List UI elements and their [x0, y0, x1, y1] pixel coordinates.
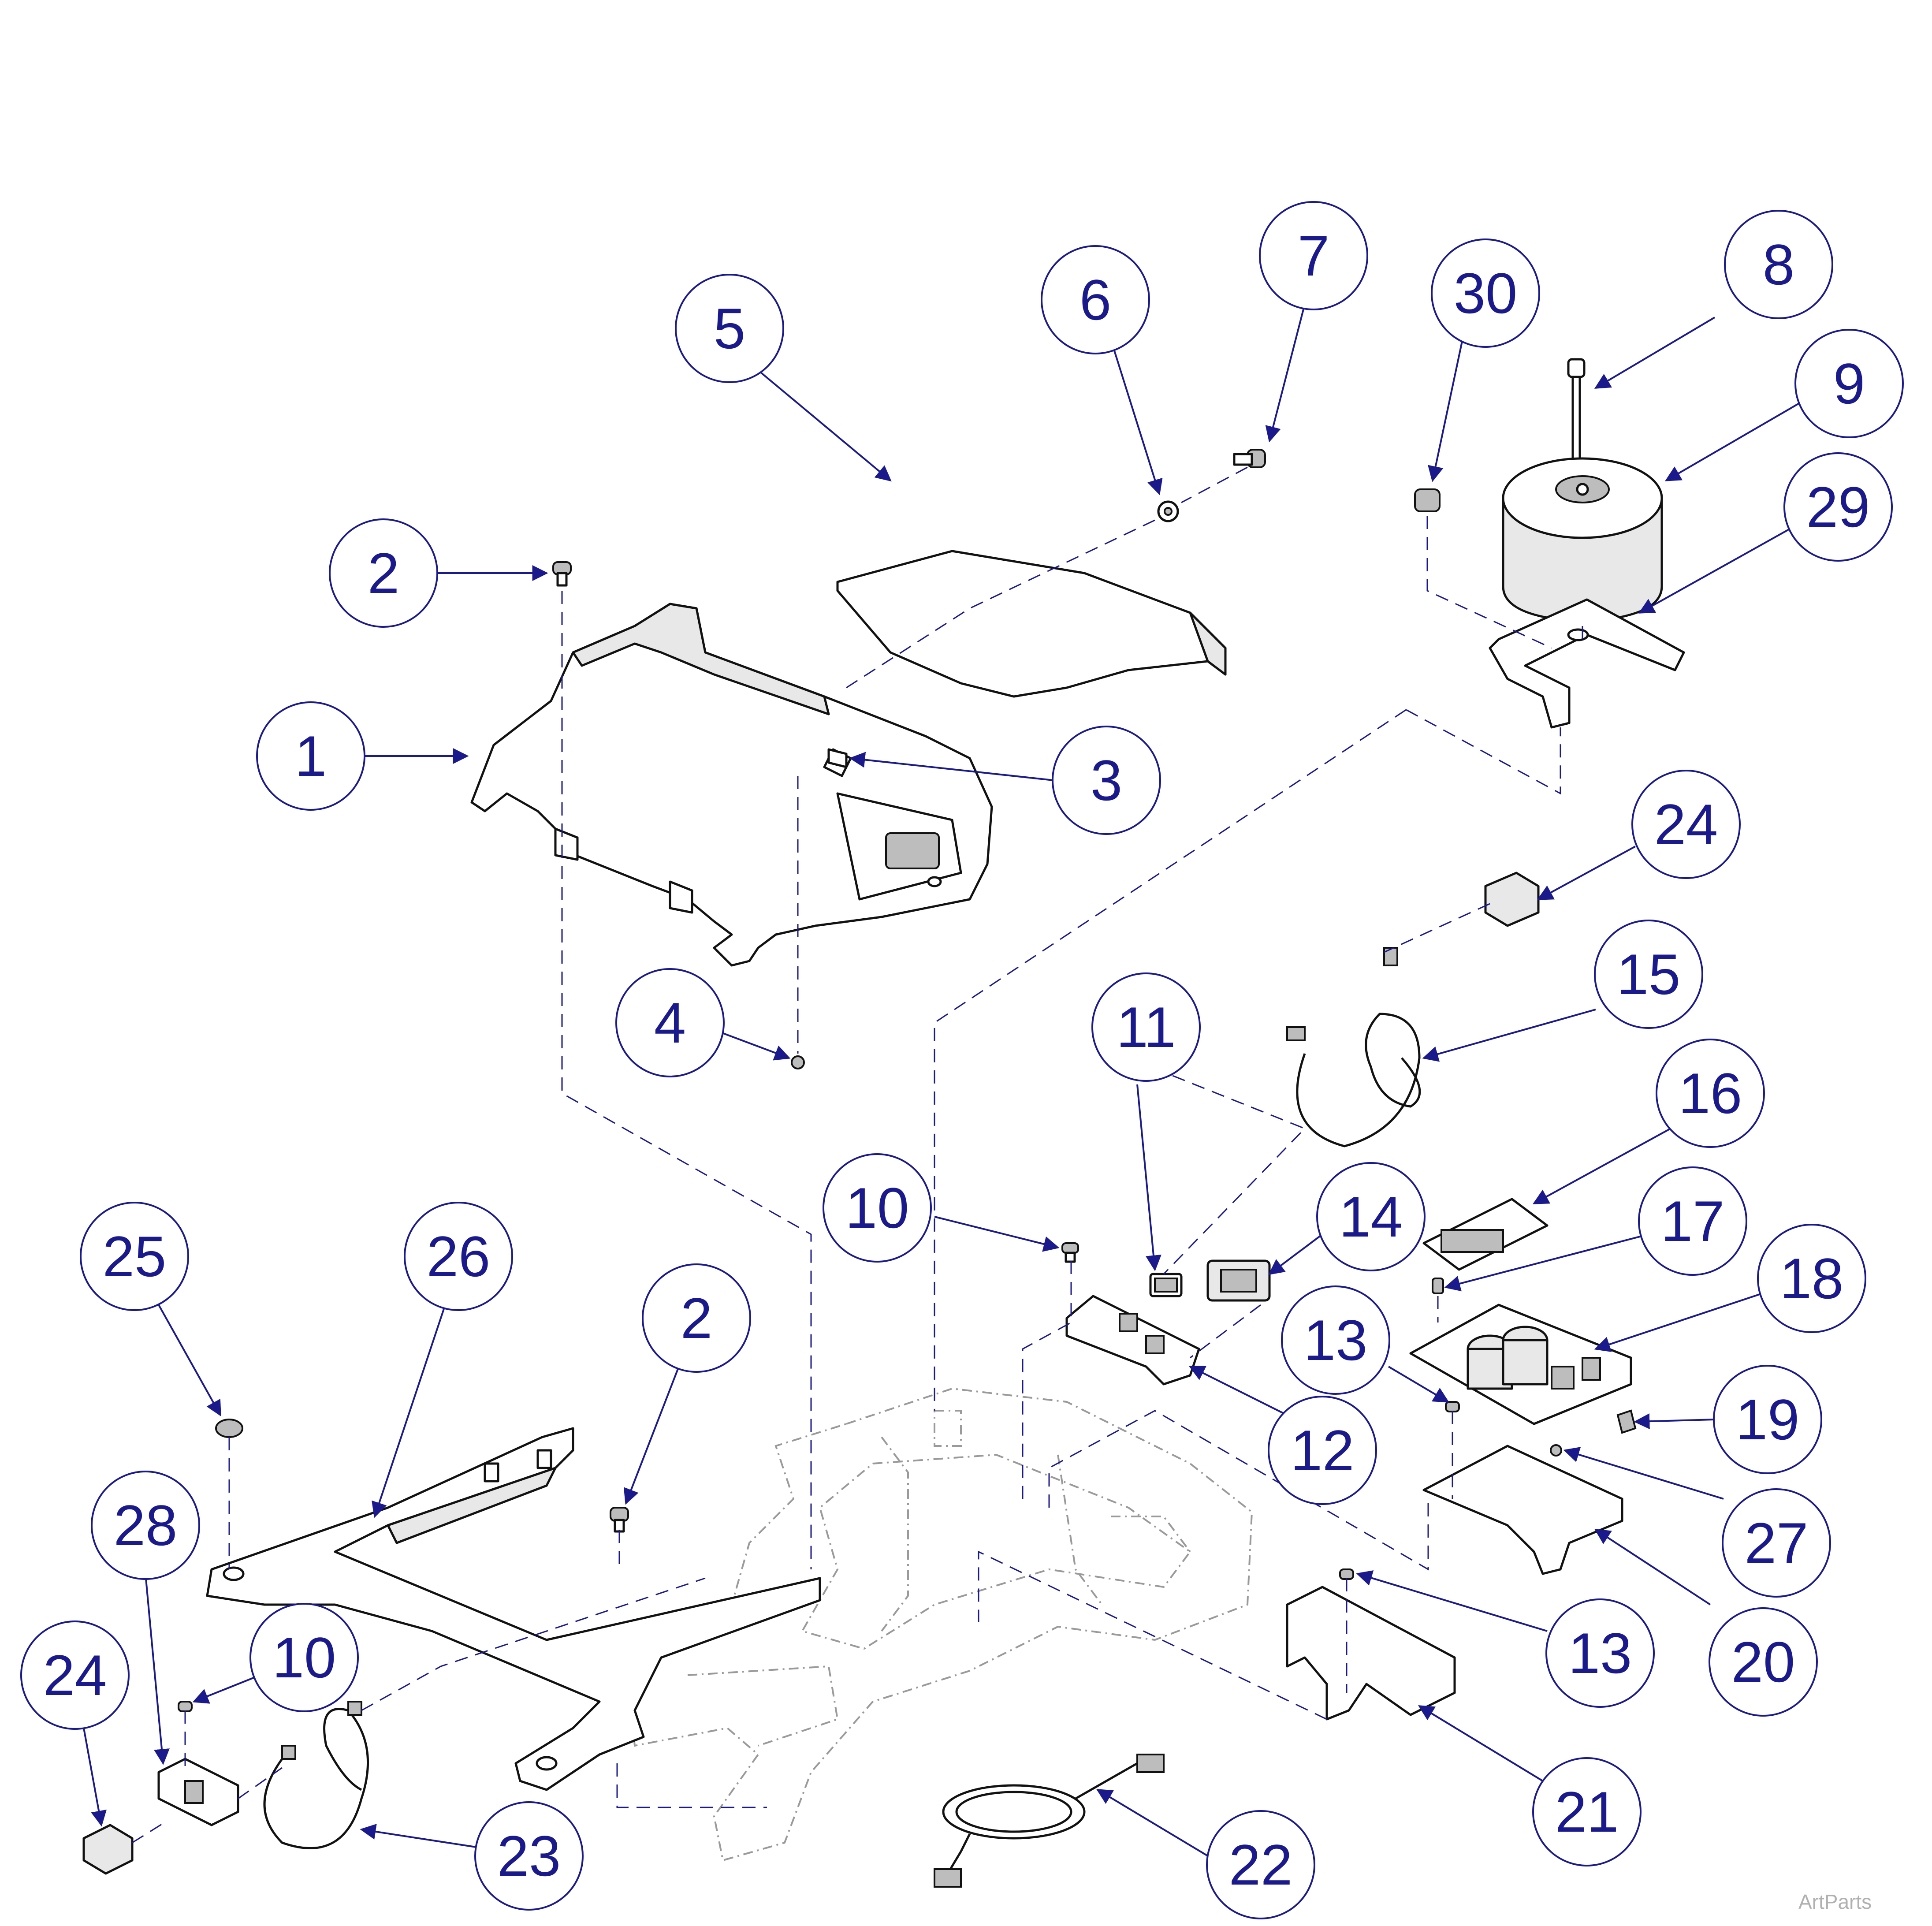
callout-2: 2	[329, 518, 438, 628]
callout-23: 23	[474, 1801, 584, 1911]
part-14-module	[1206, 1259, 1271, 1302]
callout-6: 6	[1041, 245, 1150, 354]
callout-label: 16	[1679, 1061, 1742, 1125]
callout-18: 18	[1757, 1224, 1866, 1333]
callout-7: 7	[1259, 201, 1368, 310]
callout-label: 6	[1080, 268, 1111, 332]
callout-2-lower: 2	[642, 1263, 751, 1373]
callout-label: 26	[427, 1224, 491, 1289]
callout-label: 3	[1091, 748, 1122, 812]
assembly-lines	[132, 466, 1583, 1844]
part-9-blower	[1502, 457, 1663, 623]
callout-label: 7	[1298, 224, 1329, 288]
part-15-cable	[1286, 947, 1421, 1147]
callout-22: 22	[1206, 1810, 1315, 1919]
callout-27: 27	[1722, 1488, 1831, 1598]
callout-label: 19	[1736, 1387, 1800, 1452]
leader-lines	[83, 304, 1804, 1857]
callout-label: 29	[1806, 475, 1870, 539]
callout-label: 20	[1731, 1630, 1795, 1694]
callout-13: 13	[1281, 1285, 1390, 1395]
callout-14: 14	[1316, 1162, 1426, 1271]
part-24-connector-top	[1484, 872, 1540, 927]
callout-24-lower: 24	[20, 1621, 130, 1730]
callout-12: 12	[1268, 1396, 1377, 1505]
callout-label: 4	[654, 991, 686, 1055]
callout-4: 4	[615, 968, 725, 1077]
callout-1: 1	[256, 701, 365, 811]
part-5-top-cover	[836, 550, 1227, 698]
callout-3: 3	[1052, 726, 1161, 835]
callout-8: 8	[1724, 210, 1833, 319]
callout-label: 30	[1454, 261, 1518, 325]
callout-10: 10	[823, 1153, 932, 1263]
callout-13-lower: 13	[1545, 1598, 1655, 1708]
callout-28: 28	[91, 1471, 200, 1580]
part-24-connector-lower	[82, 1824, 134, 1875]
callout-label: 2	[681, 1286, 712, 1350]
callout-label: 28	[114, 1493, 178, 1557]
part-18-power-board	[1409, 1304, 1632, 1425]
callout-21: 21	[1532, 1757, 1642, 1866]
callout-9: 9	[1794, 329, 1904, 438]
callout-label: 13	[1568, 1621, 1632, 1685]
callouts: 1 2 3 4 5 6 7 30 8 9 29 24 15 11 10 14 1…	[20, 201, 1904, 1919]
callout-label: 5	[714, 296, 745, 361]
callout-10-lower: 10	[249, 1603, 359, 1712]
part-1-upper-shroud	[470, 603, 993, 967]
callout-label: 1	[295, 724, 327, 788]
watermark: ArtParts	[1798, 1890, 1872, 1913]
callout-label: 10	[845, 1176, 909, 1240]
part-16-board	[1422, 1198, 1549, 1271]
part-12-bracket	[1065, 1295, 1200, 1386]
callout-label: 13	[1304, 1308, 1368, 1372]
callout-label: 9	[1833, 351, 1865, 416]
part-23-cable-lower	[263, 1701, 369, 1849]
callout-30: 30	[1431, 238, 1540, 348]
part-28-bracket-lower	[157, 1758, 239, 1826]
callout-label: 23	[497, 1824, 561, 1888]
callout-label: 21	[1555, 1780, 1619, 1844]
callout-label: 14	[1339, 1185, 1403, 1249]
callout-11: 11	[1091, 972, 1201, 1082]
callout-16: 16	[1656, 1039, 1765, 1148]
callout-label: 24	[1654, 792, 1718, 857]
callout-24: 24	[1631, 770, 1741, 879]
callout-26: 26	[404, 1202, 513, 1311]
callout-label: 11	[1117, 995, 1176, 1059]
part-11-switch	[1149, 1273, 1183, 1297]
callout-label: 18	[1780, 1246, 1844, 1311]
callout-19: 19	[1713, 1365, 1822, 1474]
callout-label: 25	[103, 1224, 167, 1289]
callout-17: 17	[1638, 1166, 1747, 1276]
callout-5: 5	[675, 274, 784, 383]
part-26-lower-shroud	[206, 1427, 821, 1791]
callout-label: 10	[272, 1625, 336, 1690]
base-frame-ghost	[625, 1387, 1253, 1862]
callout-label: 24	[43, 1643, 107, 1707]
callout-label: 22	[1229, 1833, 1293, 1897]
part-29-bracket	[1489, 598, 1685, 729]
part-22-power-cord	[934, 1754, 1165, 1888]
part-20-tray	[1422, 1445, 1623, 1575]
part-21-cover	[1286, 1586, 1456, 1721]
callout-label: 12	[1291, 1418, 1355, 1483]
callout-20: 20	[1709, 1607, 1818, 1717]
callout-label: 15	[1617, 942, 1681, 1006]
callout-label: 27	[1745, 1511, 1809, 1575]
callout-label: 17	[1661, 1189, 1725, 1253]
callout-15: 15	[1594, 920, 1703, 1029]
callout-label: 8	[1763, 232, 1794, 297]
callout-label: 2	[368, 541, 399, 605]
callout-29: 29	[1783, 452, 1893, 562]
callout-25: 25	[80, 1202, 189, 1311]
